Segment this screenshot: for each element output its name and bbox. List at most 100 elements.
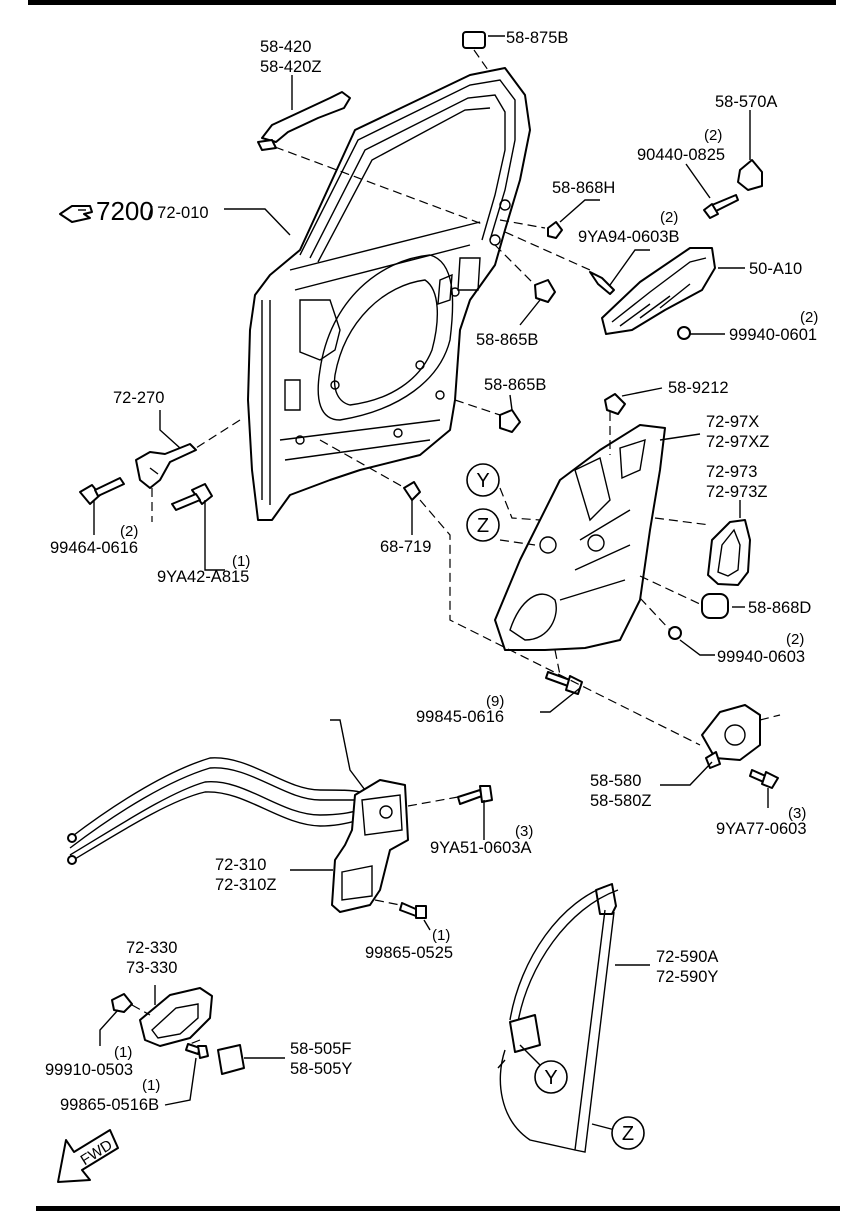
label-9ya51-0603a: 9YA51-0603A xyxy=(430,839,532,857)
label-58-865b-b: 58-865B xyxy=(484,376,546,394)
top-rule xyxy=(28,0,836,5)
label-99865-0525: 99865-0525 xyxy=(365,944,453,962)
qty-9ya94: (2) xyxy=(660,209,678,226)
label-58-420: 58-420 xyxy=(260,38,311,56)
label-72-97x: 72-97X xyxy=(706,413,759,431)
cap-58-505f xyxy=(217,1044,245,1075)
marker-y-top-label: Y xyxy=(476,470,489,492)
door-shell xyxy=(247,67,531,521)
label-72-310z: 72-310Z xyxy=(215,876,276,894)
window-motor-58-580 xyxy=(701,704,761,769)
qty-99845: (9) xyxy=(486,693,504,710)
marker-y-bottom: Y xyxy=(534,1060,568,1094)
label-99865-0516b: 99865-0516B xyxy=(60,1096,159,1114)
label-72-97xz: 72-97XZ xyxy=(706,433,769,451)
screw-99865-0516b xyxy=(185,1043,209,1059)
label-9ya42-a815: 9YA42-A815 xyxy=(157,568,249,586)
label-99940-0603: 99940-0603 xyxy=(717,648,805,666)
clip-58-570a xyxy=(737,159,763,191)
label-58-875b: 58-875B xyxy=(506,29,568,47)
door-latch-72-310 xyxy=(331,779,409,913)
label-68-719: 68-719 xyxy=(380,538,431,556)
screws-9ya51 xyxy=(457,785,493,805)
qty-9ya51: (3) xyxy=(515,823,533,840)
leader-lines xyxy=(93,35,769,1131)
qty-90440: (2) xyxy=(704,127,722,144)
label-73-330: 73-330 xyxy=(126,959,177,977)
release-cables xyxy=(67,719,366,865)
marker-z-top: Z xyxy=(466,508,500,542)
label-50-a10: 50-A10 xyxy=(749,260,802,278)
plug-58-868d xyxy=(701,593,729,619)
label-99910-0503: 99910-0503 xyxy=(45,1061,133,1079)
pointing-hand-icon xyxy=(59,205,93,223)
label-72-590y: 72-590Y xyxy=(656,968,718,986)
qty-99464: (2) xyxy=(120,523,138,540)
marker-z-bottom-label: Z xyxy=(622,1123,634,1145)
bolt-99464-0616 xyxy=(79,477,125,505)
qty-99865-0525: (1) xyxy=(432,927,450,944)
label-99464-0616: 99464-0616 xyxy=(50,539,138,557)
label-99940-0601: 99940-0601 xyxy=(729,326,817,344)
label-72-010: / 72-010 xyxy=(148,204,209,222)
label-9ya94-0603b: 9YA94-0603B xyxy=(578,228,680,246)
stopper-58-865b-top xyxy=(534,279,556,303)
marker-y-bottom-label: Y xyxy=(544,1067,557,1089)
outer-door-handle xyxy=(257,91,351,151)
pad-58-875b xyxy=(462,31,486,49)
label-58-9212: 58-9212 xyxy=(668,379,729,397)
reference-dashes xyxy=(131,49,781,1045)
qty-9ya77: (3) xyxy=(788,805,806,822)
bolt-9ya42-a815 xyxy=(171,483,213,511)
clip-99910-0503 xyxy=(111,993,133,1013)
label-72-330: 72-330 xyxy=(126,939,177,957)
label-58-505y: 58-505Y xyxy=(290,1060,352,1078)
screws-9ya94 xyxy=(589,271,615,295)
label-72-973: 72-973 xyxy=(706,463,757,481)
qty-99865-0516b: (1) xyxy=(142,1077,160,1094)
stopper-58-865b-bottom xyxy=(499,409,521,433)
label-58-570a: 58-570A xyxy=(715,93,777,111)
fwd-arrow-icon: FWD xyxy=(57,1129,119,1183)
nut-99940-0603 xyxy=(668,626,682,640)
label-58-580: 58-580 xyxy=(590,772,641,790)
label-99845-0616: 99845-0616 xyxy=(416,708,504,726)
screw-99865-0525 xyxy=(399,902,427,919)
label-72-270: 72-270 xyxy=(113,389,164,407)
marker-y-top: Y xyxy=(466,463,500,497)
inner-handle-72-330 xyxy=(139,987,213,1047)
label-58-505f: 58-505F xyxy=(290,1040,351,1058)
bolt-90440-0825 xyxy=(703,194,739,219)
label-58-580z: 58-580Z xyxy=(590,792,651,810)
label-72-973z: 72-973Z xyxy=(706,483,767,501)
callout-labels: 58-420 58-420Z 58-875B 58-570A (2) 90440… xyxy=(45,29,818,1114)
label-58-865b-a: 58-865B xyxy=(476,331,538,349)
window-regulator-72-590a xyxy=(497,883,619,1153)
label-90440-0825: 90440-0825 xyxy=(637,146,725,164)
nut-99940-0601 xyxy=(677,326,691,340)
module-panel-72-97x xyxy=(494,424,666,651)
bolt-58-9212 xyxy=(604,393,626,415)
bottom-rule xyxy=(36,1206,840,1211)
qty-9ya42: (1) xyxy=(232,553,250,570)
qty-99940-0601: (2) xyxy=(800,309,818,326)
marker-z-top-label: Z xyxy=(477,515,489,537)
label-9ya77-0603: 9YA77-0603 xyxy=(716,820,807,838)
label-58-868d: 58-868D xyxy=(748,599,811,617)
label-7200: 7200 xyxy=(96,196,154,226)
label-72-310: 72-310 xyxy=(215,856,266,874)
door-checker-72-270 xyxy=(135,443,197,489)
bolt-9ya77-0603 xyxy=(749,769,779,789)
qty-99910: (1) xyxy=(114,1044,132,1061)
label-72-590a: 72-590A xyxy=(656,948,718,966)
label-58-868h: 58-868H xyxy=(552,179,615,197)
clip-68-719 xyxy=(403,481,421,501)
garnish-50-a10 xyxy=(601,247,716,335)
qty-99940-0603: (2) xyxy=(786,631,804,648)
marker-z-bottom: Z xyxy=(611,1116,645,1150)
seal-72-973 xyxy=(707,519,751,586)
label-58-420z: 58-420Z xyxy=(260,58,321,76)
grommet-58-868h xyxy=(547,221,563,239)
